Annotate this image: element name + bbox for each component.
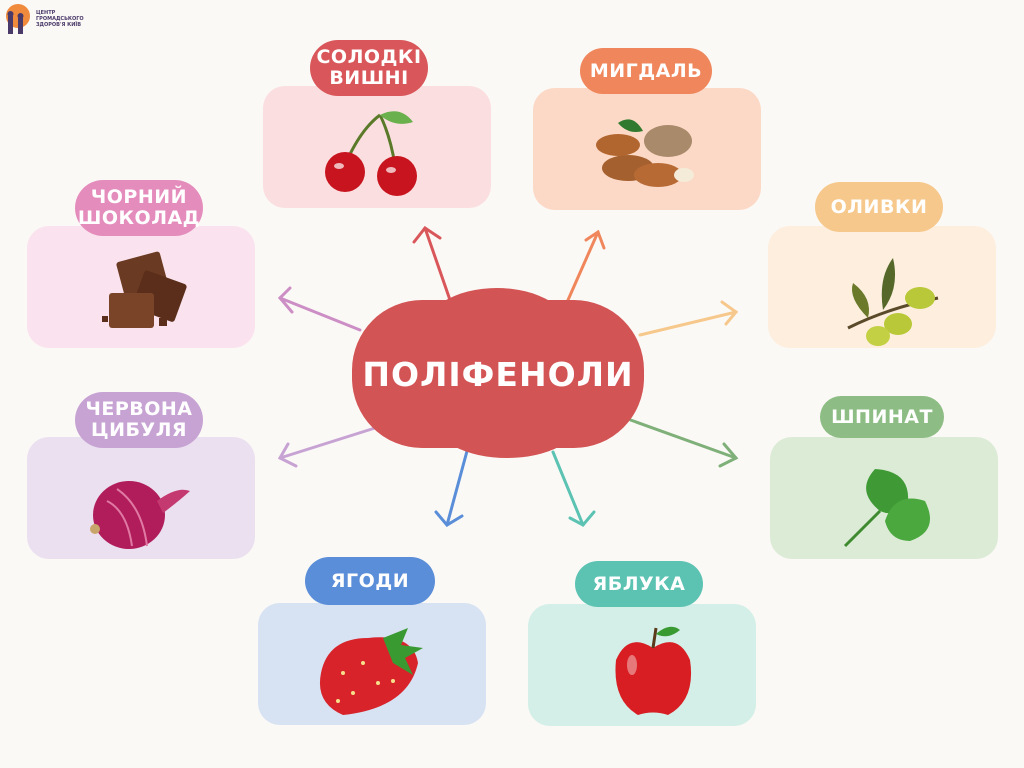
arrow-chocolate	[277, 286, 362, 332]
label-chocolate: ЧОРНИЙ ШОКОЛАД	[68, 175, 210, 241]
center-label: ПОЛІФЕНОЛИ	[362, 354, 634, 394]
spinach-icon	[843, 469, 930, 548]
arrow-onion	[277, 426, 377, 468]
label-text: ШПИНАТ	[831, 405, 933, 428]
label-apples: ЯБЛУКА	[568, 556, 710, 612]
olive-icon	[847, 258, 939, 346]
card-cherries	[263, 86, 491, 208]
card-almond	[533, 88, 761, 210]
center-cloud: ПОЛІФЕНОЛИ	[352, 288, 644, 458]
label-text: ЯГОДИ	[330, 569, 410, 592]
arrow-almond	[566, 229, 606, 302]
label-olives: ОЛИВКИ	[808, 177, 950, 237]
onion-icon	[90, 481, 190, 549]
card-onion	[27, 437, 255, 559]
label-text: ЯБЛУКА	[592, 572, 686, 595]
card-apples	[528, 604, 756, 726]
logo-icon	[6, 4, 30, 34]
logo-text: ЦЕНТР ГРОМАДСЬКОГО ЗДОРОВ'Я КИЇВ	[36, 10, 84, 28]
label-cherries: СОЛОДКІ ВИШНІ	[303, 35, 435, 101]
label-text: МИГДАЛЬ	[589, 59, 703, 82]
almond-icon	[596, 119, 694, 187]
label-berries: ЯГОДИ	[298, 552, 442, 610]
card-chocolate	[27, 226, 255, 348]
arrow-berries	[434, 438, 472, 527]
arrow-olive	[638, 300, 739, 337]
card-spinach	[770, 437, 998, 559]
logo: ЦЕНТР ГРОМАДСЬКОГО ЗДОРОВ'Я КИЇВ	[2, 2, 92, 36]
arrow-spinach	[623, 416, 739, 468]
label-text: ЧОРНИЙ ШОКОЛАД	[77, 186, 201, 229]
strawberry-icon	[319, 628, 423, 715]
card-olives	[768, 226, 996, 348]
apple-icon	[615, 626, 692, 715]
label-onion: ЧЕРВОНА ЦИБУЛЯ	[68, 387, 210, 453]
arrow-apple	[551, 450, 596, 527]
label-spinach: ШПИНАТ	[813, 391, 951, 443]
label-text: ЧЕРВОНА ЦИБУЛЯ	[85, 398, 193, 441]
chocolate-icon	[102, 251, 187, 328]
label-text: ОЛИВКИ	[830, 195, 928, 218]
arrow-cherry	[412, 225, 452, 302]
label-text: СОЛОДКІ ВИШНІ	[316, 46, 422, 89]
card-berries	[258, 603, 486, 725]
cherry-icon	[325, 111, 417, 196]
label-almond: МИГДАЛЬ	[573, 43, 719, 99]
